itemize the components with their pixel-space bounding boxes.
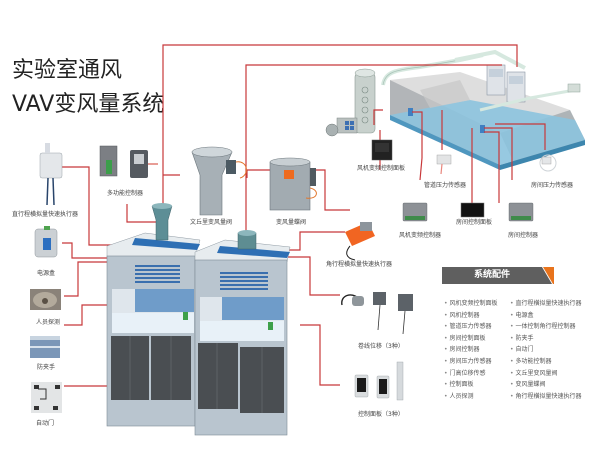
fume-hood-left xyxy=(106,232,201,427)
accessory-item: 管道压力传感器 xyxy=(444,321,497,333)
venturi-valve-on-hood xyxy=(151,203,173,241)
venturi-valve-device xyxy=(191,146,247,216)
duct-pressure-sensor-device xyxy=(436,154,452,175)
wire-displacement-devices xyxy=(341,292,413,335)
label-wire-displacement: 卷线位移（3种） xyxy=(358,343,404,350)
title-line-1: 实验室通风 xyxy=(12,58,123,83)
linear-actuator-device xyxy=(39,143,63,206)
angular-actuator-device xyxy=(345,222,375,261)
line-top-inner xyxy=(245,64,502,240)
accessory-item: 房间控制器 xyxy=(444,344,497,356)
label-control-panel: 控制面板（3种） xyxy=(358,411,404,418)
accessory-item: 房间控制面板 xyxy=(444,333,497,345)
label-venturi-valve: 文丘里变风量阀 xyxy=(190,219,233,226)
lab-room-illustration xyxy=(325,49,585,170)
accessory-item: 控制面板 xyxy=(444,379,497,391)
accessory-item: 一体控制角行程控制器 xyxy=(510,321,581,333)
control-panel-devices xyxy=(354,361,404,401)
anti-pinch-device xyxy=(30,336,60,358)
label-room-pressure-sensor: 房间压力传感器 xyxy=(531,182,574,189)
label-duct-pressure-sensor: 管道压力传感器 xyxy=(424,182,467,189)
title-line-2: VAV变风量系统 xyxy=(12,92,165,117)
accessory-item: 人员探测 xyxy=(444,391,497,403)
label-auto-door: 自动门 xyxy=(36,420,55,427)
fan-vfd-panel-device xyxy=(371,139,393,161)
multi-controller-device xyxy=(99,145,158,178)
accessory-item: 电源盒 xyxy=(510,310,581,322)
room-controller-device xyxy=(508,202,534,222)
line-venturi-to-hood xyxy=(162,44,518,236)
label-room-control-panel: 房间控制面板 xyxy=(456,219,493,226)
label-vav-damper: 变风量蝶阀 xyxy=(276,219,307,226)
accessory-item: 风机变频控制面板 xyxy=(444,298,497,310)
fume-hood-right xyxy=(194,239,291,436)
label-occupancy-sensor: 人员探测 xyxy=(36,319,61,326)
fan-vfd-controller-device xyxy=(402,202,428,222)
vav-damper-device xyxy=(269,157,317,211)
accessory-item: 房间压力传感器 xyxy=(444,356,497,368)
accessory-item: 自动门 xyxy=(510,344,581,356)
room-pressure-sensor-device xyxy=(539,154,557,172)
accessories-left-list: 风机变频控制面板 风机控制器 管道压力传感器 房间控制面板 房间控制器 房间压力… xyxy=(444,298,497,402)
label-fan-vfd-panel: 风机变频控制面板 xyxy=(357,165,406,172)
power-box-device xyxy=(34,226,58,258)
label-room-controller: 房间控制器 xyxy=(508,232,539,239)
accessories-heading: 系统配件 xyxy=(473,270,510,280)
room-control-panel-device xyxy=(460,202,485,218)
accessories-banner xyxy=(442,267,554,284)
accessory-item: 风机控制器 xyxy=(444,310,497,322)
accessory-item: 直行程横拟量快速执行器 xyxy=(510,298,581,310)
label-power-box: 电源盒 xyxy=(37,270,56,277)
accessory-item: 防夹手 xyxy=(510,333,581,345)
label-multi-controller: 多功能控制器 xyxy=(107,190,144,197)
label-anti-pinch: 防夹手 xyxy=(37,364,56,371)
accessory-item: 门高位移传感 xyxy=(444,368,497,380)
auto-door-device xyxy=(31,382,62,413)
accessory-item: 角行程横拟量快速执行器 xyxy=(510,391,581,403)
occupancy-sensor-device xyxy=(30,289,61,310)
accessory-item: 文丘里变风量阀 xyxy=(510,368,581,380)
accessory-item: 变风量蝶阀 xyxy=(510,379,581,391)
accessory-item: 多功能控制器 xyxy=(510,356,581,368)
label-fan-vfd-controller: 风机变频控制器 xyxy=(399,232,442,239)
label-angular-actuator: 角行程横拟量快速执行器 xyxy=(326,261,393,268)
accessories-right-list: 直行程横拟量快速执行器 电源盒 一体控制角行程控制器 防夹手 自动门 多功能控制… xyxy=(510,298,581,402)
label-linear-actuator: 直行程横拟量快速执行器 xyxy=(12,211,79,218)
damper-on-hood xyxy=(237,230,257,250)
